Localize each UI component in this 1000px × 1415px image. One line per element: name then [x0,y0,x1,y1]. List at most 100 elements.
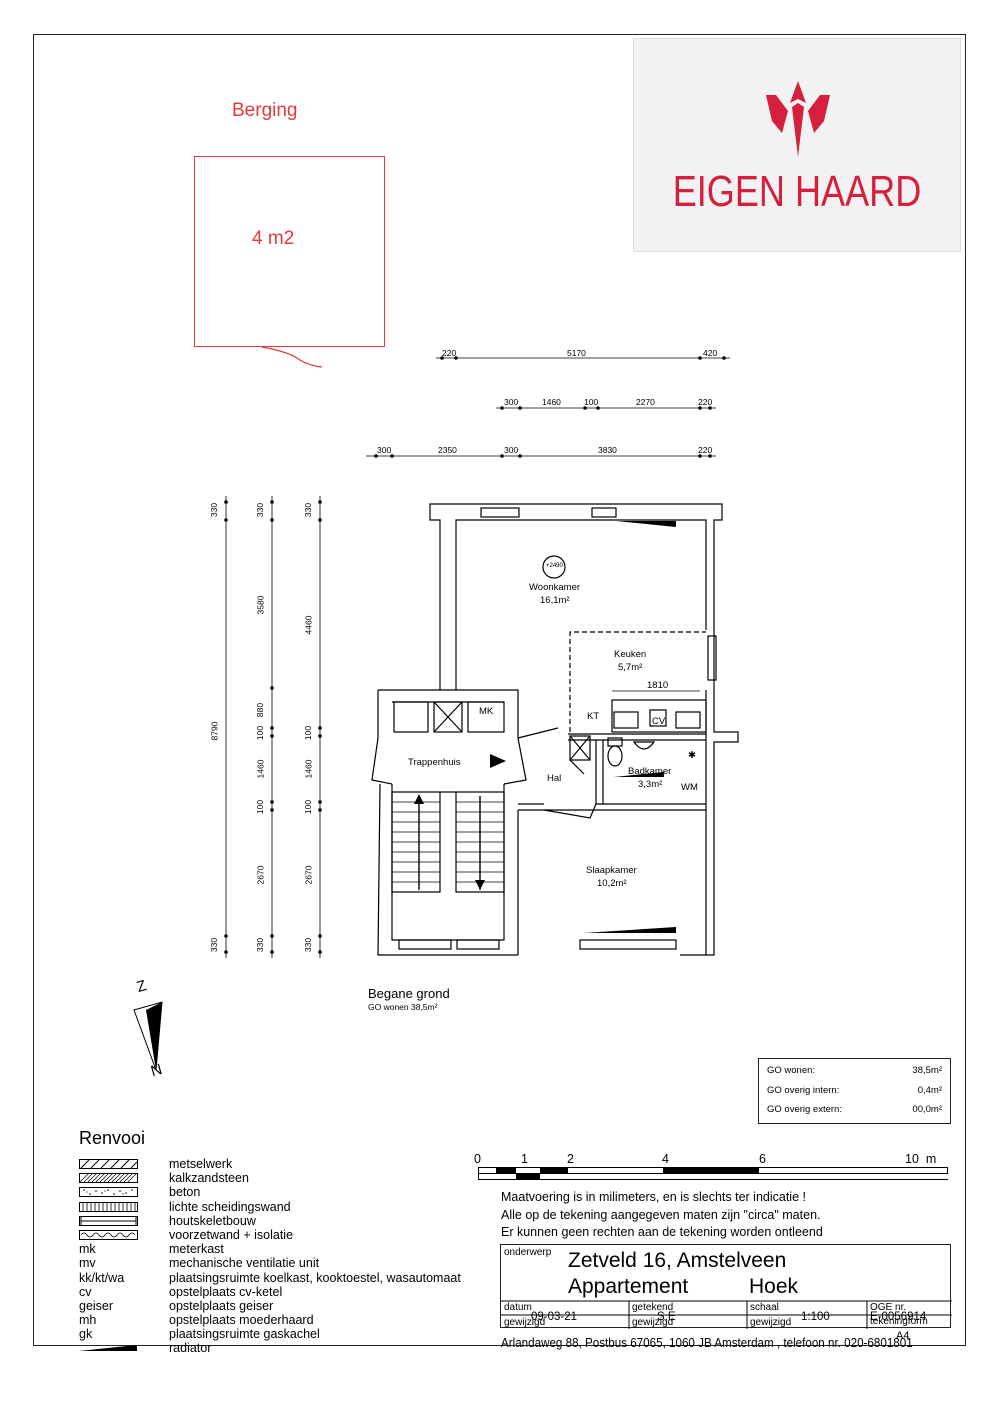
dim-top3-a: 300 [377,445,392,455]
legend-abbr: gk [79,1327,93,1342]
datum-label: datum [504,1302,532,1313]
berging-outline [194,156,385,347]
legend-abbr: kk/kt/wa [79,1270,125,1285]
dim-top2-c: 100 [584,397,599,407]
scale-label: 2 [567,1152,574,1166]
legend-desc: meterkast [169,1242,224,1257]
legend-desc: kalkzandsteen [169,1171,249,1186]
legend-abbr: mv [79,1256,96,1271]
oge-value: E-0056914 [870,1311,927,1323]
dim-top3-e: 220 [698,445,713,455]
radiator-icon [79,1345,137,1352]
note-line: Alle op de tekening aangegeven maten zij… [501,1207,821,1222]
area-value: 38,5m² [912,1065,942,1076]
room-badkamer-area: 3,3m² [638,779,663,790]
eigen-haard-logo-icon [766,81,830,157]
dim-top3-c: 300 [504,445,519,455]
legend-abbr: mh [79,1313,97,1328]
disclaimer-notes: Maatvoering is in milimeters, en is slec… [501,1189,823,1242]
legend-desc: opstelplaats cv-ketel [169,1284,283,1299]
area-row: GO overig intern: 0,4m² [767,1085,942,1101]
dim-top2-d: 2270 [636,397,655,407]
room-trappenhuis-name: Trappenhuis [408,757,461,768]
room-keuken-name: Keuken [614,649,647,660]
area-label: GO overig intern: [767,1085,840,1096]
drawing-frame [33,34,966,1346]
datum-value: 09-03-21 [531,1311,578,1323]
area-value: 00,0m² [912,1104,942,1115]
legend-abbr: cv [79,1284,92,1299]
label-mk: MK [479,706,494,717]
legend-desc: opstelplaats geiser [169,1298,274,1313]
tekeningform-value: A4 [896,1330,910,1342]
room-badkamer-name: Badkamer [628,766,672,777]
project-position: Hoek [749,1275,799,1298]
legend-desc: houtskeletbouw [169,1213,256,1228]
dim-top2-e: 220 [698,397,713,407]
berging-area: 4 m2 [252,228,295,249]
legend-desc: voorzetwand + isolatie [169,1227,294,1242]
schaal-label: schaal [750,1302,779,1313]
room-slaapkamer-area: 10,2m² [597,878,627,889]
logo-panel: EIGEN HAARD [633,38,961,252]
area-label: GO wonen: [767,1065,816,1076]
title-block: onderwerp Zetveld 16, Amstelveen Apparte… [500,1244,952,1329]
label-cv: CV [652,716,666,727]
dim-top1-a: 220 [442,348,457,358]
vertical-lines-icon [79,1201,138,1212]
area-table: GO wonen: 38,5m² GO overig intern: 0,4m²… [758,1058,951,1124]
tekeningform-label: tekeningform [870,1316,928,1327]
schaal-value: 1:100 [801,1311,830,1323]
label-wm: WM [681,782,698,793]
legend-desc: plaatsingsruimte koelkast, kooktoestel, … [169,1270,461,1285]
legend-desc: lichte scheidingswand [169,1199,291,1214]
footer-address: Arlandaweg 88, Postbus 67065, 1060 JB Am… [501,1336,913,1350]
legend-desc: metselwerk [169,1157,233,1171]
gewijzigd-label: gewijzigd [632,1317,674,1328]
dots-icon [79,1187,138,1198]
room-hal-name: Hal [547,773,562,784]
label-kt: KT [587,711,600,722]
dim-top3-b: 2350 [438,445,457,455]
getekend-label: getekend [632,1302,674,1313]
legend-desc: plaatsingsruimte gaskachel [169,1327,320,1342]
note-line: Er kunnen geen rechten aan de tekening w… [501,1225,823,1239]
wave-icon [79,1229,138,1240]
dim-top2-b: 1460 [542,397,561,407]
scale-label: 0 [474,1152,481,1166]
project-address: Zetveld 16, Amstelveen [568,1249,787,1272]
area-row: GO wonen: 38,5m² [767,1065,942,1081]
dim-top1-c: 420 [703,348,718,358]
legend-desc: radiator [169,1341,212,1356]
scale-label: 1 [521,1152,528,1166]
legend-abbr: mk [79,1242,96,1257]
floor-title: Begane grond [368,986,450,1001]
dim-top1-b: 5170 [567,348,586,358]
legend-title: Renvooi [79,1128,146,1148]
berging-label: Berging [232,100,298,121]
project-type: Appartement [568,1275,689,1298]
scale-label: 4 [662,1152,669,1166]
floor-subtitle: GO wonen 38,5m² [368,1002,438,1012]
dim-top2-a: 300 [504,397,519,407]
scale-label: 10 m [905,1152,937,1166]
legend-abbr: geiser [79,1298,114,1313]
level-marker: +2490 [546,563,563,569]
area-row: GO overig extern: 00,0m² [767,1104,942,1120]
hatch-dense-icon [79,1173,138,1184]
room-keuken-area: 5,7m² [618,662,643,673]
getekend-value: S.E [657,1311,676,1323]
room-woonkamer-name: Woonkamer [529,582,581,593]
box-lines-icon [79,1215,138,1226]
legend-desc: mechanische ventilatie unit [169,1256,320,1271]
area-label: GO overig extern: [767,1104,842,1115]
ventilation-icon: ✱ [688,750,696,761]
room-slaapkamer-name: Slaapkamer [586,865,637,876]
dim-kitchen-width: 1810 [647,680,669,691]
legend-desc: beton [169,1185,201,1200]
oge-label: OGE nr. [870,1302,907,1313]
note-line: Maatvoering is in milimeters, en is slec… [501,1190,806,1204]
gewijzigd-label: gewijzigd [504,1317,546,1328]
